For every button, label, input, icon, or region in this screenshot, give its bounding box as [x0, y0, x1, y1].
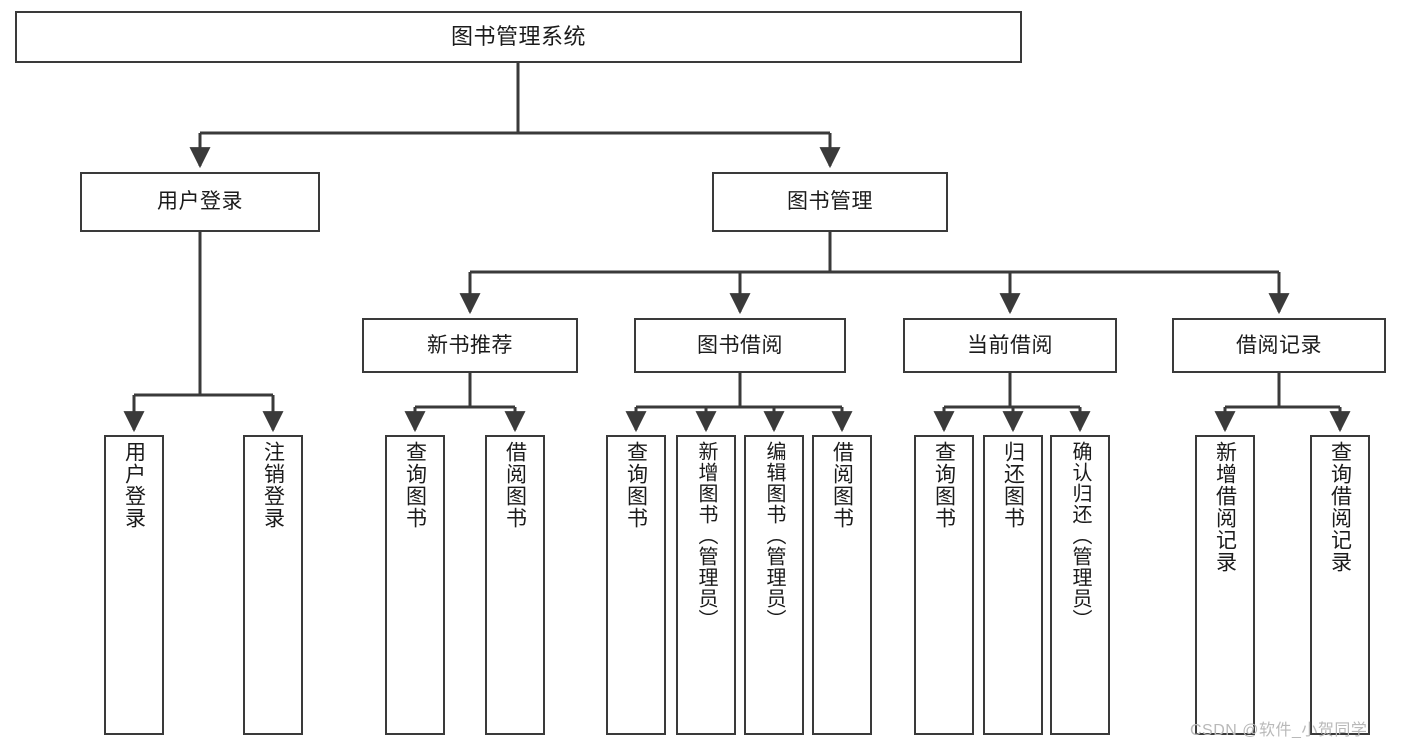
node-leaf-borrow-book-2-label: 借阅图书 [830, 441, 854, 529]
node-leaf-query-book-2[interactable]: 查询图书 [606, 435, 666, 735]
node-leaf-query-book-1-label: 查询图书 [403, 441, 427, 529]
node-leaf-query-record[interactable]: 查询借阅记录 [1310, 435, 1370, 735]
node-new-book-rec-label: 新书推荐 [427, 333, 513, 357]
node-leaf-borrow-book-2[interactable]: 借阅图书 [812, 435, 872, 735]
node-leaf-query-book-3-label: 查询图书 [932, 441, 956, 529]
node-book-borrow[interactable]: 图书借阅 [634, 318, 846, 373]
node-book-manage-label: 图书管理 [787, 190, 873, 214]
node-leaf-edit-book-label: 编辑图书（管理员） [763, 441, 785, 630]
node-current-borrow-label: 当前借阅 [967, 333, 1053, 357]
node-leaf-add-book[interactable]: 新增图书（管理员） [676, 435, 736, 735]
node-leaf-query-book-2-label: 查询图书 [624, 441, 648, 529]
node-leaf-logout[interactable]: 注销登录 [243, 435, 303, 735]
node-leaf-query-book-3[interactable]: 查询图书 [914, 435, 974, 735]
node-leaf-borrow-book-1[interactable]: 借阅图书 [485, 435, 545, 735]
node-leaf-edit-book[interactable]: 编辑图书（管理员） [744, 435, 804, 735]
node-leaf-user-login-label: 用户登录 [122, 441, 146, 529]
csdn-watermark: CSDN @软件_小贺同学 [1190, 722, 1368, 739]
node-leaf-query-book-1[interactable]: 查询图书 [385, 435, 445, 735]
node-user-login[interactable]: 用户登录 [80, 172, 320, 232]
node-leaf-user-login[interactable]: 用户登录 [104, 435, 164, 735]
node-borrow-record[interactable]: 借阅记录 [1172, 318, 1386, 373]
node-leaf-confirm-return-label: 确认归还（管理员） [1069, 441, 1091, 630]
node-leaf-borrow-book-1-label: 借阅图书 [503, 441, 527, 529]
node-root-label: 图书管理系统 [450, 23, 586, 49]
node-leaf-add-record[interactable]: 新增借阅记录 [1195, 435, 1255, 735]
node-user-login-label: 用户登录 [157, 190, 243, 214]
node-leaf-confirm-return[interactable]: 确认归还（管理员） [1050, 435, 1110, 735]
node-current-borrow[interactable]: 当前借阅 [903, 318, 1117, 373]
node-leaf-return-book[interactable]: 归还图书 [983, 435, 1043, 735]
node-leaf-add-book-label: 新增图书（管理员） [695, 441, 717, 630]
node-leaf-add-record-label: 新增借阅记录 [1213, 441, 1237, 573]
node-root[interactable]: 图书管理系统 [15, 11, 1022, 63]
node-new-book-rec[interactable]: 新书推荐 [362, 318, 578, 373]
node-book-borrow-label: 图书借阅 [697, 333, 783, 357]
node-borrow-record-label: 借阅记录 [1236, 333, 1322, 357]
node-leaf-query-record-label: 查询借阅记录 [1328, 441, 1352, 573]
node-book-manage[interactable]: 图书管理 [712, 172, 948, 232]
node-leaf-return-book-label: 归还图书 [1001, 441, 1025, 529]
node-leaf-logout-label: 注销登录 [261, 441, 285, 529]
